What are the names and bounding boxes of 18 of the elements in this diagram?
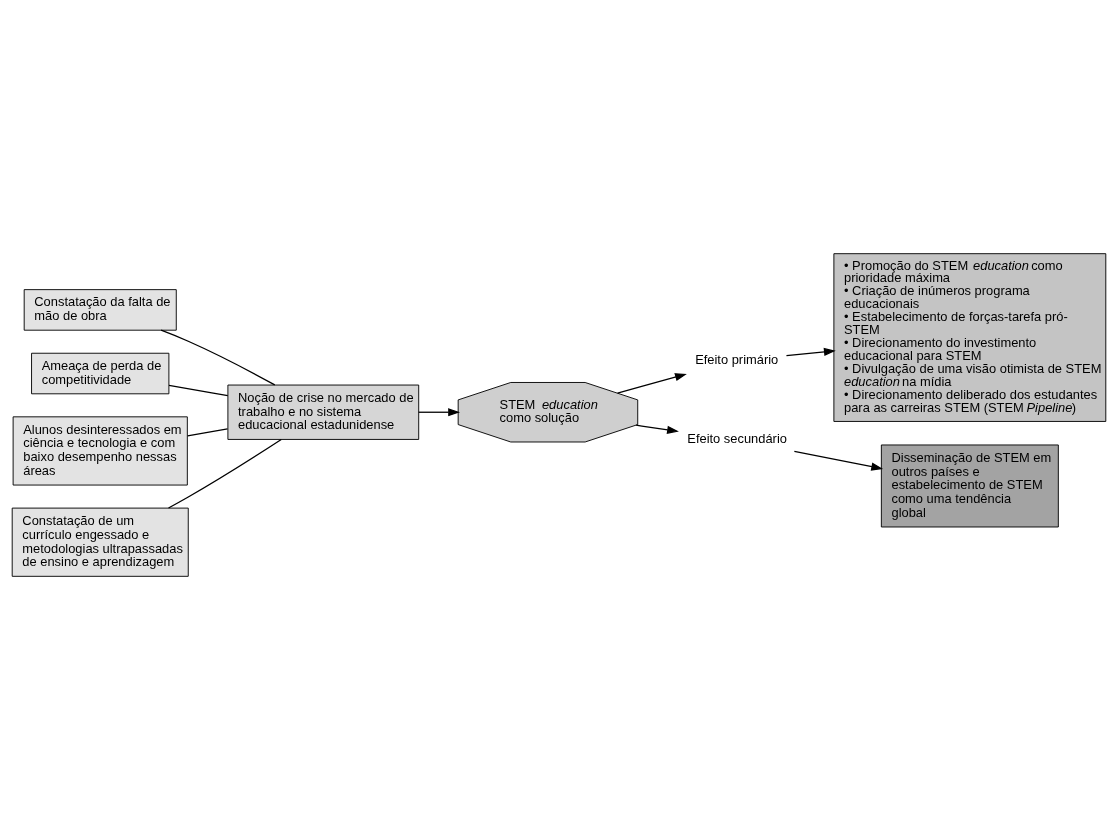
node-text: Efeito secundário (687, 431, 787, 447)
connector (187, 428, 229, 437)
node-box: Disseminação de STEM em outros países e estabelecimento de STEM como uma tendência global (880, 444, 1059, 528)
arrow (418, 408, 460, 417)
arrow (793, 450, 884, 471)
node-box: Noção de crise no mercado de trabalho e no sistema educacional estadunidense (227, 384, 420, 440)
arrow (616, 373, 687, 394)
node-box: Ameaça de perda de competitividade (31, 352, 170, 395)
connector (168, 384, 229, 397)
node-box: Alunos desinteressados em ciência e tecnologia e com baixo desempenho nessas áreas (12, 416, 188, 486)
connector (160, 329, 276, 386)
node-text: Efeito primário (695, 352, 779, 368)
node-box: Constatação da falta de mão de obra (23, 289, 177, 331)
node-box: • Promoção do STEM education como prioridade máxima • Criação de inúmeros programa educacionais • Estabelecimento de forças-tarefa pró-STEM • Direcionamento do investimento educacional para STEM • Divulgação de uma visão otimista de STEM education na mídia • Direcionamento deliberado dos estudantes para as carreiras STEM (STEM Pipeline) (833, 253, 1107, 422)
connector (167, 438, 282, 509)
node-box: Constatação de um currículo engessado e metodologias ultrapassadas de ensino e aprendizagem (11, 507, 189, 577)
arrow (635, 424, 679, 434)
arrow (785, 347, 836, 357)
